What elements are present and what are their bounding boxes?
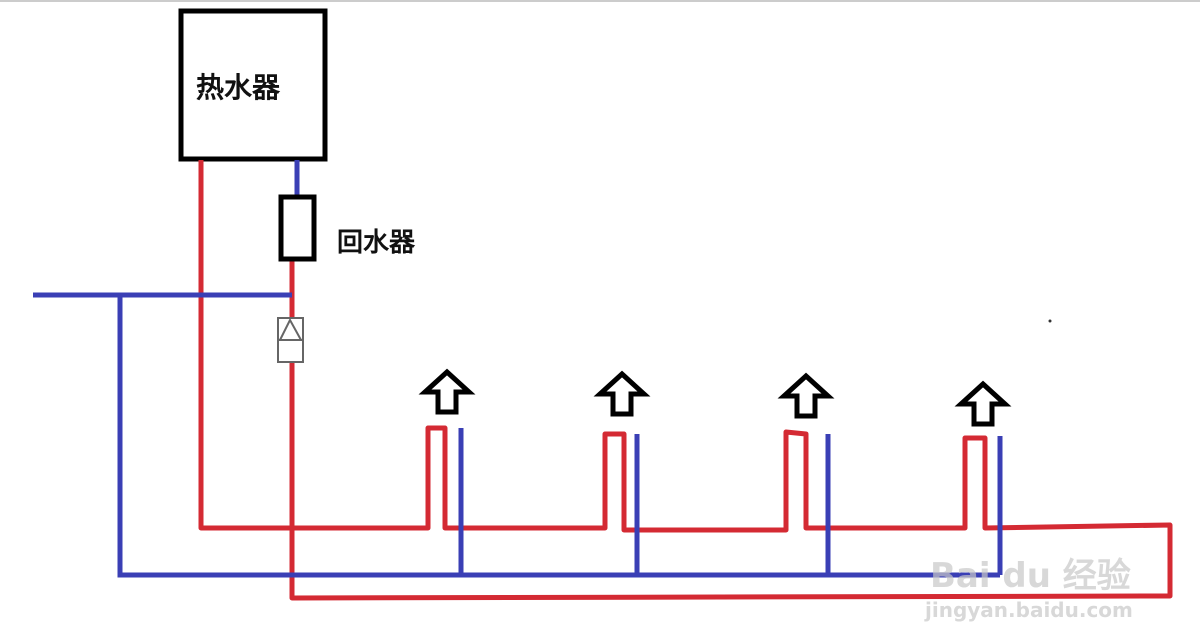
water-heater-label: 热水器 [196, 71, 281, 104]
faucet-outlet-arrow-icon [954, 380, 1012, 427]
return-device-box [278, 194, 317, 262]
water-heater-box [178, 8, 328, 162]
watermark-brand: Bai du 经验 [930, 556, 1131, 596]
faucet-outlet-arrow-icon [593, 370, 651, 417]
check-valve-icon [277, 317, 304, 363]
watermark-url: jingyan.baidu.com [925, 598, 1133, 622]
faucet-outlet-arrow-icon [777, 372, 835, 419]
faucet-outlet-arrow-icon [418, 368, 476, 415]
hot-water-pipe [198, 160, 1173, 601]
return-device-label: 回水器 [337, 228, 416, 258]
cold-water-pipe [33, 160, 1003, 578]
